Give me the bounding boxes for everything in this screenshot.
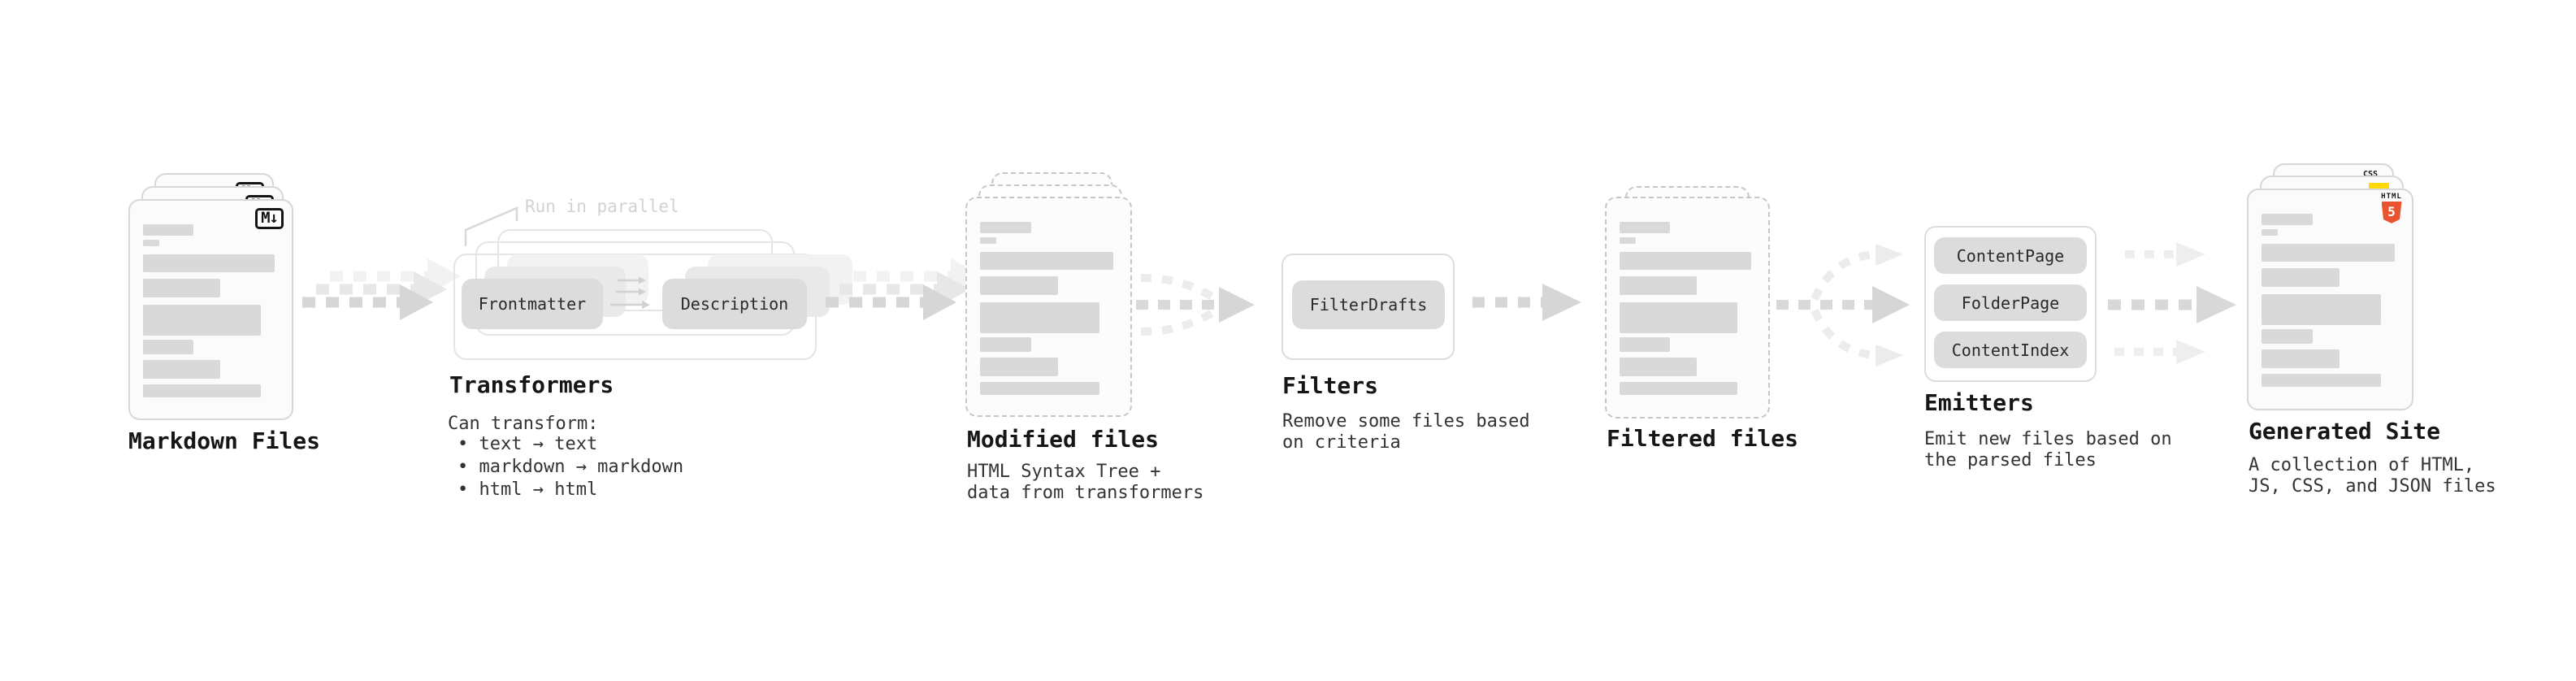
description-line: on criteria [1282, 432, 1401, 453]
html5-icon-label: HTML [2381, 193, 2402, 201]
description-line: data from transformers [967, 483, 1204, 503]
bullet-item: • markdown → markdown [458, 457, 684, 477]
text-placeholder-bar [980, 337, 1031, 352]
file-card: M↓ [128, 199, 293, 420]
generated-site-description: A collection of HTML, JS, CSS, and JSON … [2249, 455, 2496, 497]
filters-description: Remove some files based on criteria [1282, 411, 1530, 453]
description-line: Emit new files based on [1924, 429, 2172, 449]
text-placeholder-bar [980, 222, 1031, 233]
text-placeholder-bar [1620, 337, 1670, 352]
text-placeholder-bar [143, 360, 221, 379]
text-placeholder-bar [980, 276, 1059, 295]
text-placeholder-bar [1620, 382, 1738, 395]
text-placeholder-bar [2262, 349, 2340, 368]
text-placeholder-bar [143, 384, 262, 397]
text-placeholder-bar [1620, 302, 1738, 333]
description-line: Remove some files based [1282, 411, 1530, 432]
text-placeholder-bar [1620, 222, 1670, 233]
arrow-filters-to-filtered [1472, 284, 1581, 321]
transformers-bullet-list: • text → text • markdown → markdown • ht… [448, 433, 683, 501]
text-placeholder-bar [143, 224, 193, 236]
markdown-icon: M↓ [255, 208, 284, 229]
text-placeholder-bar [2262, 244, 2395, 262]
generated-site-heading: Generated Site [2249, 418, 2441, 445]
description-line: the parsed files [1924, 450, 2097, 471]
transformers-desc-title: Can transform: [448, 414, 599, 434]
run-in-parallel-note: Run in parallel [525, 197, 679, 216]
transformer-description-chip: Description [662, 279, 807, 329]
description-line: JS, CSS, and JSON files [2249, 476, 2496, 497]
text-placeholder-bar [1620, 252, 1751, 270]
text-placeholder-bar [980, 252, 1113, 270]
arrow-emitters-to-generated [2108, 242, 2236, 364]
filter-filterdrafts-chip: FilterDrafts [1292, 280, 1445, 329]
emitter-contentpage-chip: ContentPage [1934, 237, 2087, 274]
text-placeholder-bar [980, 302, 1100, 333]
text-placeholder-bars [143, 224, 279, 397]
text-placeholder-bar [980, 237, 997, 244]
text-placeholder-bar [143, 340, 193, 354]
text-placeholder-bar [143, 240, 160, 246]
text-placeholder-bars [980, 222, 1117, 395]
text-placeholder-bar [143, 279, 221, 297]
file-card [965, 197, 1132, 417]
text-placeholder-bar [2262, 374, 2382, 387]
filters-heading: Filters [1282, 372, 1379, 399]
emitters-heading: Emitters [1924, 389, 2034, 416]
text-placeholder-bars [1620, 222, 1755, 395]
text-placeholder-bar [2262, 268, 2340, 287]
text-placeholder-bar [1620, 276, 1698, 295]
markdown-files-label: Markdown Files [128, 427, 321, 454]
file-card: HTML 5 [2247, 189, 2413, 410]
html5-icon: HTML 5 [2380, 193, 2403, 223]
modified-files-description: HTML Syntax Tree + data from transformer… [967, 462, 1203, 504]
description-line: A collection of HTML, [2249, 455, 2475, 475]
bullet-item: • text → text [458, 434, 598, 454]
emitter-folderpage-chip: FolderPage [1934, 284, 2087, 321]
bullet-item: • html → html [458, 479, 598, 500]
text-placeholder-bar [2262, 229, 2279, 236]
text-placeholder-bar [2262, 214, 2313, 225]
arrow-modified-to-filters [1136, 274, 1255, 336]
arrow-markdown-to-transformers [302, 258, 461, 320]
text-placeholder-bar [2262, 329, 2313, 344]
note-leader-line [464, 206, 518, 246]
description-line: HTML Syntax Tree + [967, 462, 1161, 482]
text-placeholder-bar [1620, 358, 1698, 376]
text-placeholder-bar [1620, 237, 1637, 244]
html5-icon-shield: 5 [2381, 201, 2402, 223]
file-card [1605, 197, 1770, 419]
emitter-contentindex-chip: ContentIndex [1934, 332, 2087, 368]
transformers-heading: Transformers [449, 371, 614, 398]
text-placeholder-bars [2262, 214, 2399, 387]
modified-files-heading: Modified files [967, 426, 1160, 453]
parallel-arrows-icon [610, 276, 650, 309]
text-placeholder-bar [143, 254, 275, 272]
transformer-frontmatter-chip: Frontmatter [462, 279, 603, 329]
arrow-filtered-to-emitters [1776, 244, 1910, 367]
text-placeholder-bar [143, 305, 262, 336]
text-placeholder-bar [980, 382, 1100, 395]
emitters-description: Emit new files based on the parsed files [1924, 429, 2172, 471]
text-placeholder-bar [2262, 294, 2382, 325]
filtered-files-heading: Filtered files [1607, 425, 1799, 452]
text-placeholder-bar [980, 358, 1059, 376]
